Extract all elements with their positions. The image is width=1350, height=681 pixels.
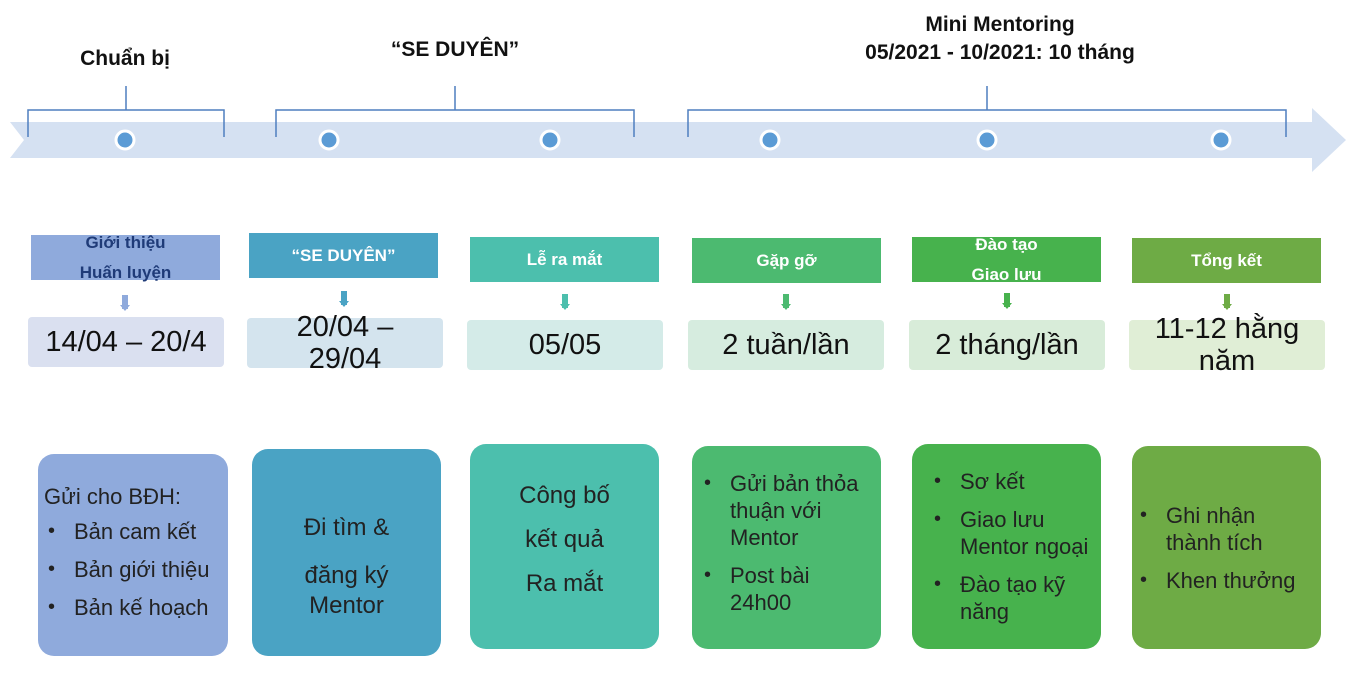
timeline-dot-3 — [539, 129, 561, 151]
card-text-line: Đi tìm & — [303, 513, 390, 541]
stage-label-line: Gặp gỡ — [756, 250, 817, 270]
down-arrow-icon — [1002, 293, 1012, 309]
list-item: Ghi nhận thành tích — [1136, 502, 1311, 556]
list-item: Bản giới thiệu — [44, 556, 218, 583]
list-item: Đào tạo kỹ năng — [930, 571, 1095, 625]
stage-label-line: “SE DUYÊN” — [291, 245, 396, 265]
stage-date-4: 2 tuần/lần — [688, 320, 884, 370]
stage-date-2-text: 20/04 – 29/04 — [296, 311, 394, 375]
phase-title-mini-mentoring-period: 05/2021 - 10/2021: 10 tháng — [865, 41, 1135, 64]
stage-date-5: 2 tháng/lần — [909, 320, 1105, 370]
stage-date-2: 20/04 – 29/04 — [247, 311, 443, 375]
phase-title-se-duyen: “SE DUYÊN” — [390, 38, 520, 61]
stage-card-2: Đi tìm & đăng ký Mentor — [252, 449, 441, 656]
list-item: Bản cam kết — [44, 518, 218, 545]
list-item: Khen thưởng — [1136, 567, 1311, 594]
stage-date-3: 05/05 — [467, 320, 663, 370]
stage-card-5: Sơ kết Giao lưu Mentor ngoại Đào tạo kỹ … — [912, 444, 1101, 649]
card-bullet-list: Ghi nhận thành tích Khen thưởng — [1136, 502, 1311, 594]
list-item: Sơ kết — [930, 468, 1095, 495]
stage-date-1: 14/04 – 20/4 — [28, 317, 224, 367]
down-arrow-icon — [1222, 294, 1232, 310]
phase-title-mini-mentoring: Mini Mentoring 05/2021 - 10/2021: 10 thá… — [800, 11, 1200, 67]
stage-label-6: Tổng kết — [1132, 238, 1321, 283]
list-item: Post bài 24h00 — [700, 562, 869, 616]
card-text-line: Mentor — [309, 591, 384, 619]
stage-date-6: 11-12 hằng năm — [1129, 313, 1325, 377]
down-arrow-icon — [339, 291, 349, 307]
stage-label-line: Huấn luyện — [79, 262, 172, 282]
timeline-dot-4 — [759, 129, 781, 151]
card-bullet-list: Bản cam kết Bản giới thiệu Bản kế hoạch — [44, 518, 218, 621]
stage-label-3: Lễ ra mắt — [470, 237, 659, 282]
list-item: Bản kế hoạch — [44, 594, 218, 621]
down-arrow-icon — [120, 295, 130, 311]
timeline-dot-2 — [318, 129, 340, 151]
stage-label-line: Lễ ra mắt — [526, 249, 603, 269]
card-lead-text: Gửi cho BĐH: — [44, 484, 181, 509]
phase-title-mini-mentoring-name: Mini Mentoring — [925, 13, 1075, 36]
timeline — [10, 86, 1346, 172]
card-text-line: kết quả — [525, 526, 604, 553]
brace-preparation — [27, 86, 225, 137]
stage-label-4: Gặp gỡ — [692, 238, 881, 283]
card-text-line: đăng ký — [304, 561, 389, 589]
timeline-dot-6 — [1210, 129, 1232, 151]
card-bullet-list: Gửi bản thỏa thuận với Mentor Post bài 2… — [700, 470, 869, 616]
stage-date-6-text: 11-12 hằng năm — [1154, 313, 1300, 377]
list-item: Gửi bản thỏa thuận với Mentor — [700, 470, 869, 551]
stage-card-6: Ghi nhận thành tích Khen thưởng — [1132, 446, 1321, 649]
list-item: Giao lưu Mentor ngoại — [930, 506, 1095, 560]
stage-label-line: Tổng kết — [1191, 250, 1262, 270]
timeline-dots — [114, 129, 1232, 151]
timeline-dot-5 — [976, 129, 998, 151]
down-arrow-icon — [781, 294, 791, 310]
card-bullet-list: Sơ kết Giao lưu Mentor ngoại Đào tạo kỹ … — [914, 468, 1095, 625]
stage-label-line: Đào tạo — [975, 234, 1038, 254]
down-arrow-icon — [560, 294, 570, 310]
card-text-line: Ra mắt — [525, 570, 604, 597]
stage-card-1: Gửi cho BĐH: Bản cam kết Bản giới thiệu … — [38, 454, 228, 656]
phase-title-preparation: Chuẩn bị — [80, 47, 170, 70]
stage-label-line: Giới thiệu — [85, 232, 166, 252]
stage-card-3: Công bố kết quả Ra mắt — [470, 444, 659, 649]
stage-card-4: Gửi bản thỏa thuận với Mentor Post bài 2… — [692, 446, 881, 649]
stage-label-2: “SE DUYÊN” — [249, 233, 438, 278]
brace-mini-mentoring — [687, 86, 1287, 137]
timeline-dot-1 — [114, 129, 136, 151]
card-text-line: Công bố — [519, 482, 610, 509]
stage-label-line: Giao lưu — [971, 264, 1042, 284]
brace-se-duyen — [275, 86, 635, 137]
timeline-arrow — [10, 108, 1346, 172]
